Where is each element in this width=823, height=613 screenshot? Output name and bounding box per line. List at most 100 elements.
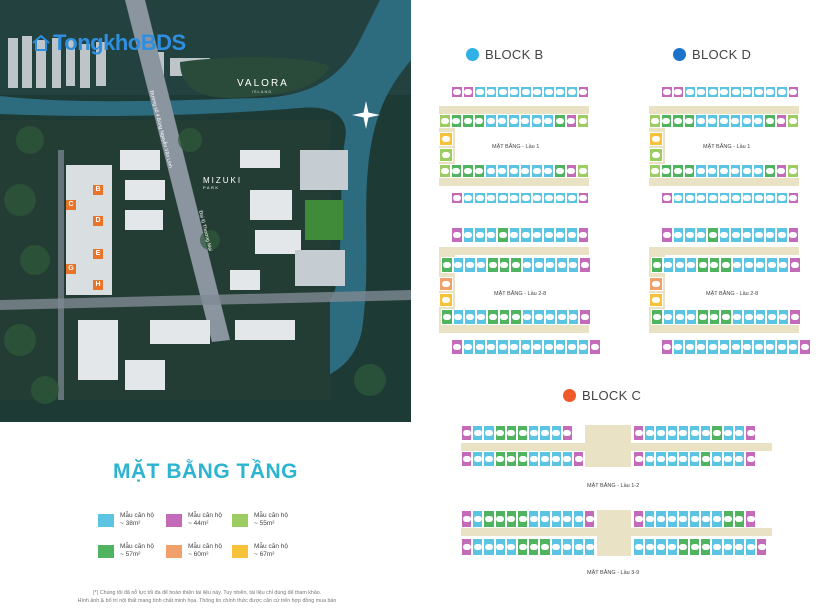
apartment-unit	[462, 339, 474, 355]
apartment-unit	[685, 309, 697, 325]
apartment-unit	[661, 227, 673, 243]
apartment-unit	[730, 227, 742, 243]
apartment-unit	[517, 451, 529, 467]
apartment-unit	[655, 425, 667, 441]
apartment-unit	[508, 227, 520, 243]
apartment-unit	[718, 339, 730, 355]
apartment-unit	[531, 114, 543, 128]
apartment-unit	[497, 227, 509, 243]
apartment-unit	[474, 339, 486, 355]
apartment-unit	[539, 451, 551, 467]
block-d-dot	[673, 48, 686, 61]
legend-area: ~ 44m²	[188, 520, 209, 527]
apartment-unit	[718, 114, 730, 128]
apartment-unit	[550, 538, 562, 556]
apartment-unit	[554, 164, 566, 178]
apartment-unit	[633, 425, 645, 441]
apartment-unit	[689, 425, 701, 441]
apartment-unit	[474, 192, 486, 204]
apartment-unit	[651, 257, 663, 273]
apartment-unit	[741, 164, 753, 178]
apartment-unit	[689, 510, 701, 528]
apartment-unit	[677, 538, 689, 556]
apartment-unit	[707, 86, 719, 98]
apartment-unit	[485, 339, 497, 355]
apartment-unit	[756, 538, 768, 556]
apartment-unit	[684, 227, 696, 243]
apartment-unit	[752, 164, 764, 178]
apartment-unit	[441, 309, 453, 325]
apartment-unit	[649, 114, 661, 128]
apartment-unit	[684, 192, 696, 204]
apartment-unit	[451, 86, 463, 98]
site-master-plan: TongkhoBDS VALORA ISLAND MIZUKI PARK Đườ…	[0, 0, 411, 422]
block-b-floor-1-plan	[439, 86, 589, 212]
apartment-unit	[520, 227, 532, 243]
apartment-unit	[764, 114, 776, 128]
apartment-unit	[461, 451, 473, 467]
apartment-unit	[472, 538, 484, 556]
legend-swatch	[232, 514, 248, 527]
apartment-unit	[787, 86, 799, 98]
apartment-unit	[439, 293, 453, 307]
apartment-unit	[741, 86, 753, 98]
mizuki-park-label: MIZUKI PARK	[203, 176, 242, 190]
legend-swatch	[98, 545, 114, 558]
apartment-unit	[753, 227, 765, 243]
disclaimer-note: (*) Chúng tôi đã nỗ lực tối đa để hoàn t…	[52, 589, 362, 605]
apartment-unit	[589, 339, 601, 355]
apartment-unit	[439, 132, 453, 146]
apartment-unit	[672, 227, 684, 243]
apartment-unit	[633, 451, 645, 467]
apartment-unit	[485, 114, 497, 128]
apartment-unit	[775, 164, 787, 178]
apartment-unit	[510, 309, 522, 325]
apartment-unit	[754, 309, 766, 325]
block-c-floor-1-2-caption: MẶT BẰNG - Lầu 1-2	[587, 483, 640, 489]
apartment-unit	[683, 164, 695, 178]
map-block-tag-c: C	[66, 200, 76, 210]
apartment-unit	[685, 257, 697, 273]
legend-area: ~ 57m²	[120, 551, 141, 558]
apartment-unit	[573, 451, 585, 467]
apartment-unit	[487, 257, 499, 273]
apartment-unit	[677, 451, 689, 467]
apartment-unit	[439, 277, 453, 291]
apartment-unit	[741, 339, 753, 355]
block-d-floor-2-8-caption: MẶT BẰNG - Lầu 2-8	[706, 291, 759, 297]
apartment-unit	[542, 114, 554, 128]
corridor	[439, 106, 589, 114]
apartment-unit	[677, 510, 689, 528]
apartment-unit	[754, 257, 766, 273]
apartment-unit	[660, 114, 672, 128]
apartment-unit	[577, 339, 589, 355]
apartment-unit	[475, 257, 487, 273]
legend-label: Mẫu căn hộ	[254, 543, 288, 550]
apartment-unit	[566, 192, 578, 204]
apartment-unit	[528, 451, 540, 467]
legend-area: ~ 67m²	[254, 551, 275, 558]
apartment-unit	[672, 114, 684, 128]
apartment-unit	[745, 538, 757, 556]
apartment-unit	[472, 451, 484, 467]
apartment-unit	[666, 538, 678, 556]
apartment-unit	[731, 257, 743, 273]
apartment-unit	[439, 114, 451, 128]
apartment-unit	[789, 257, 801, 273]
apartment-unit	[752, 114, 764, 128]
apartment-unit	[764, 339, 776, 355]
apartment-unit	[776, 86, 788, 98]
apartment-unit	[452, 309, 464, 325]
block-c-floor-3-9-caption: MẶT BẰNG - Lầu 3-9	[587, 570, 640, 576]
apartment-unit	[731, 309, 743, 325]
apartment-unit	[451, 339, 463, 355]
apartment-unit	[577, 114, 589, 128]
apartment-unit	[764, 192, 776, 204]
apartment-unit	[695, 192, 707, 204]
apartment-unit	[461, 425, 473, 441]
apartment-unit	[521, 257, 533, 273]
apartment-unit	[708, 257, 720, 273]
apartment-unit	[561, 451, 573, 467]
apartment-unit	[677, 425, 689, 441]
apartment-unit	[505, 538, 517, 556]
